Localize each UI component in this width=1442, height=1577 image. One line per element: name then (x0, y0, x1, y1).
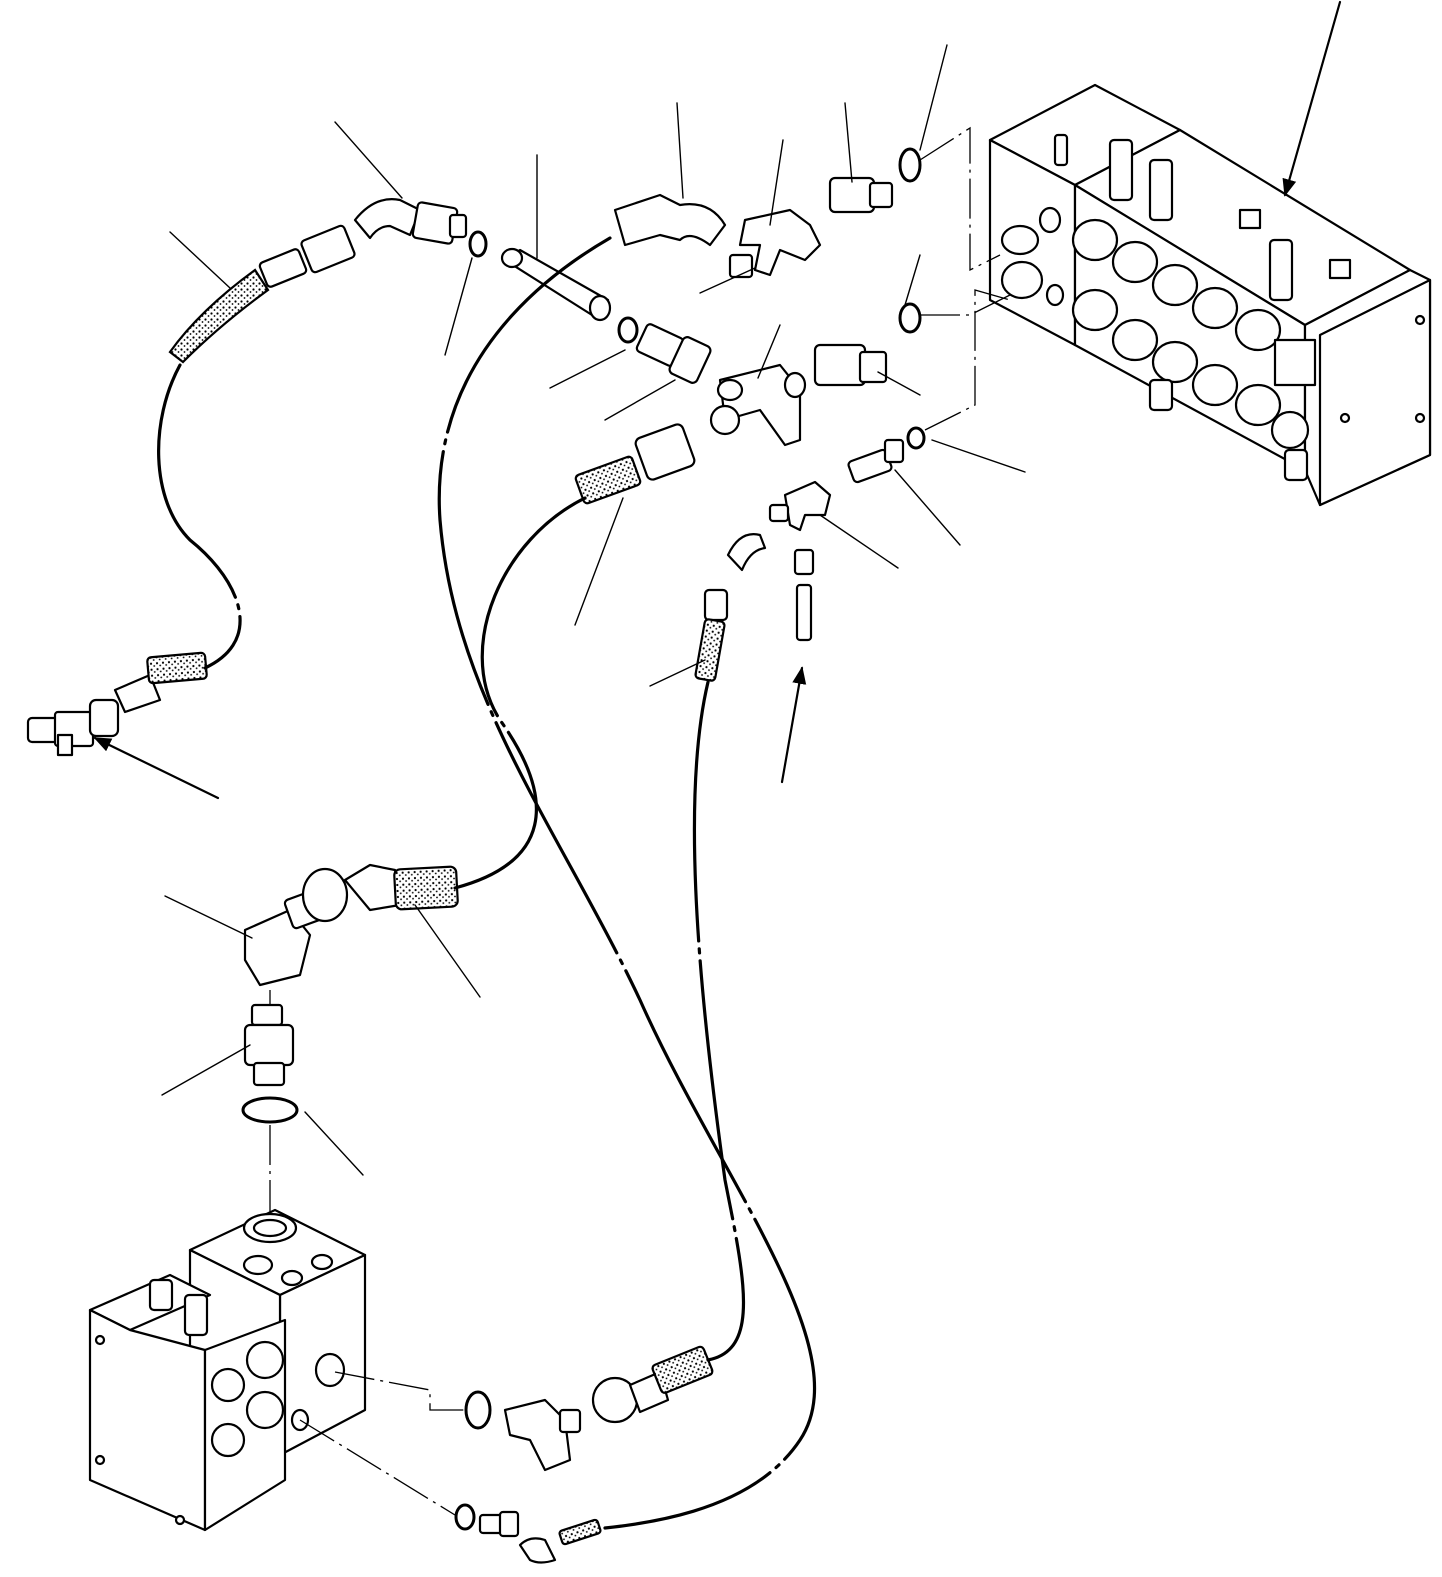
callout-arrows (93, 0, 1342, 800)
upper-left-hose (168, 198, 488, 364)
center-fittings (500, 147, 922, 505)
lower-left-fittings (241, 863, 459, 1124)
tee-fitting-left (26, 651, 208, 757)
leader-lines (161, 44, 1026, 1176)
main-control-valve (988, 83, 1432, 507)
valve-spools (1053, 133, 1352, 482)
test-port-assembly (694, 426, 926, 682)
center-lines (269, 126, 1011, 1516)
valve-ports (1000, 206, 1426, 450)
auxiliary-valve (88, 1208, 367, 1532)
arrow-to-left-tee (93, 736, 220, 800)
lower-right-fittings (454, 1345, 714, 1564)
arrow-to-test-port (780, 666, 807, 784)
arrow-to-main-valve (1282, 0, 1342, 197)
hose-lines (157, 236, 817, 1530)
